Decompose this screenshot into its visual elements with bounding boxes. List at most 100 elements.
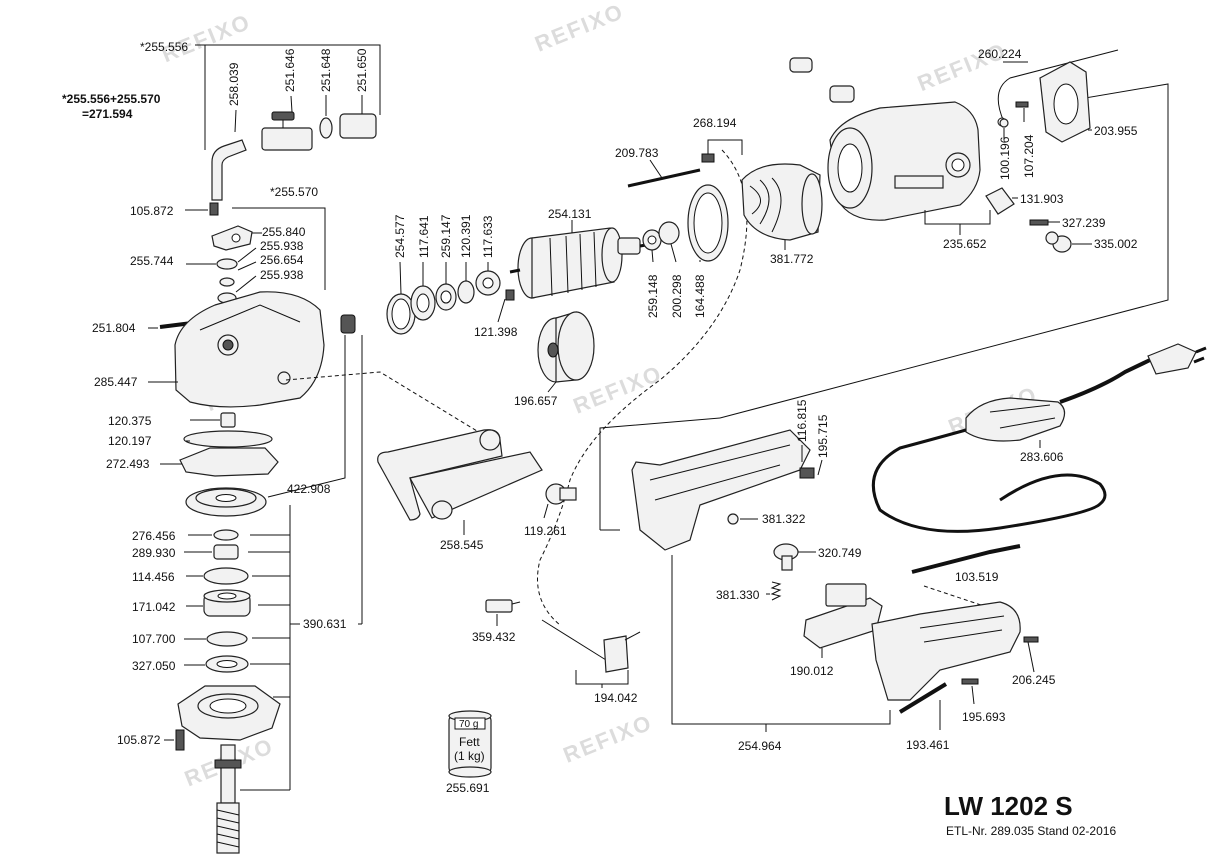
- spur-gear: [537, 311, 595, 383]
- part-label-256654: 256.654: [260, 253, 304, 267]
- mains-cable: [1059, 358, 1151, 404]
- o-ring: [319, 117, 333, 139]
- carbon-clip: [701, 153, 715, 163]
- spring-button: [727, 513, 739, 525]
- part-label-259147: 259.147: [439, 214, 453, 258]
- grease-line-2: (1 kg): [454, 749, 485, 763]
- part-label-359432: 359.432: [472, 630, 516, 644]
- power-cable: [871, 428, 1107, 533]
- part-label-195715: 195.715: [816, 414, 830, 458]
- part-label-209783: 209.783: [615, 146, 659, 160]
- part-label-107700: 107.700: [132, 632, 176, 646]
- document-subtitle: ETL-Nr. 289.035 Stand 02-2016: [946, 824, 1116, 838]
- long-screw: [898, 682, 948, 714]
- part-label-119261: 119.261: [524, 524, 567, 538]
- washer: [216, 258, 238, 270]
- handle-screw: [1023, 636, 1039, 643]
- part-label-276456: 276.456: [132, 529, 176, 543]
- washer-spring: [219, 277, 235, 287]
- circlip: [203, 567, 249, 585]
- part-label-289930: 289.930: [132, 546, 176, 560]
- terminal-block: [485, 599, 513, 613]
- switch-electronics: [803, 583, 883, 649]
- part-label-258039: 258.039: [227, 62, 241, 106]
- brush-holder: [789, 57, 813, 73]
- watermark: REFIXO: [531, 0, 627, 57]
- part-label-117633: 117.633: [481, 215, 495, 258]
- part-label-171042: 171.042: [132, 600, 176, 614]
- part-label-335002: 335.002: [1094, 237, 1138, 251]
- part-label-272493: 272.493: [106, 457, 150, 471]
- watermark: REFIXO: [158, 9, 254, 67]
- part-label-131903: 131.903: [1020, 192, 1064, 206]
- part-label-255938-b: 255.938: [260, 268, 304, 282]
- part-label-255744: 255.744: [130, 254, 174, 268]
- part-label-194042: 194.042: [594, 691, 638, 705]
- part-label-195693: 195.693: [962, 710, 1006, 724]
- part-label-251650: 251.650: [355, 48, 369, 92]
- part-label-255938-a: 255.938: [260, 239, 304, 253]
- part-label-260224: 260.224: [978, 47, 1022, 61]
- kit-bracket-a: [195, 44, 381, 150]
- part-label-196657: 196.657: [514, 394, 558, 408]
- compression-spring: [770, 581, 782, 601]
- part-label-251804: 251.804: [92, 321, 136, 335]
- part-label-254577: 254.577: [393, 214, 407, 258]
- screw-small: [1029, 219, 1049, 226]
- part-label-327239: 327.239: [1062, 216, 1106, 230]
- part-label-120391: 120.391: [459, 214, 473, 258]
- part-label-390631: 390.631: [303, 617, 347, 631]
- bearing-cap: [658, 221, 680, 245]
- part-label-422908: 422.908: [287, 482, 331, 496]
- spindle-lock-bolt: [340, 314, 356, 334]
- kit-sum-line-2: =271.594: [82, 107, 133, 121]
- part-label-121398: 121.398: [474, 325, 518, 339]
- stator-screw: [627, 168, 701, 188]
- kit-label-b: *255.570: [270, 185, 318, 199]
- part-label-235652: 235.652: [943, 237, 987, 251]
- part-label-259148: 259.148: [646, 274, 660, 318]
- side-handle-bracket: [377, 429, 543, 521]
- part-label-200298: 200.298: [670, 274, 684, 318]
- rear-handle: [871, 601, 1021, 701]
- mains-plug: [1147, 343, 1197, 375]
- screw-small: [209, 202, 219, 216]
- part-label-114456: 114.456: [132, 570, 175, 584]
- kit-label-a: *255.556: [140, 40, 188, 54]
- interference-capacitor: [541, 619, 641, 673]
- threaded-nipple: [339, 113, 377, 139]
- grease-line-1: Fett: [459, 735, 480, 749]
- part-label-100196: 100.196: [998, 136, 1012, 180]
- needle-bushing: [220, 412, 236, 428]
- part-label-203955: 203.955: [1094, 124, 1138, 138]
- cable-grommet: [985, 187, 1015, 215]
- gasket-plate: [179, 447, 279, 477]
- part-label-320749: 320.749: [818, 546, 862, 560]
- part-label-103519: 103.519: [955, 570, 999, 584]
- part-label-258545: 258.545: [440, 538, 484, 552]
- motor-housing: [827, 101, 981, 221]
- earth-wire: [997, 49, 1119, 123]
- part-label-251648: 251.648: [319, 48, 333, 92]
- grease-weight: 70 g: [459, 719, 478, 730]
- part-label-251646: 251.646: [283, 48, 297, 92]
- spacer-ring: [457, 280, 475, 304]
- part-label-255840: 255.840: [262, 225, 306, 239]
- switch-clip: [799, 467, 815, 479]
- part-label-327050: 327.050: [132, 659, 176, 673]
- part-label-283606: 283.606: [1020, 450, 1064, 464]
- internal-cable: [911, 544, 1021, 574]
- armature: [509, 227, 653, 299]
- part-label-120375: 120.375: [108, 414, 152, 428]
- ball-valve: [261, 127, 313, 151]
- cable-switch: [965, 397, 1066, 442]
- woodruff-key: [505, 289, 515, 301]
- spindle-shaft: [220, 744, 236, 804]
- part-label-105872-a: 105.872: [130, 204, 174, 218]
- part-label-105872-b: 105.872: [117, 733, 161, 747]
- part-label-117641: 117.641: [417, 215, 431, 258]
- screw-small: [175, 729, 185, 751]
- elbow-nozzle: [211, 139, 247, 201]
- brush-holder: [829, 85, 855, 103]
- washer: [999, 118, 1009, 128]
